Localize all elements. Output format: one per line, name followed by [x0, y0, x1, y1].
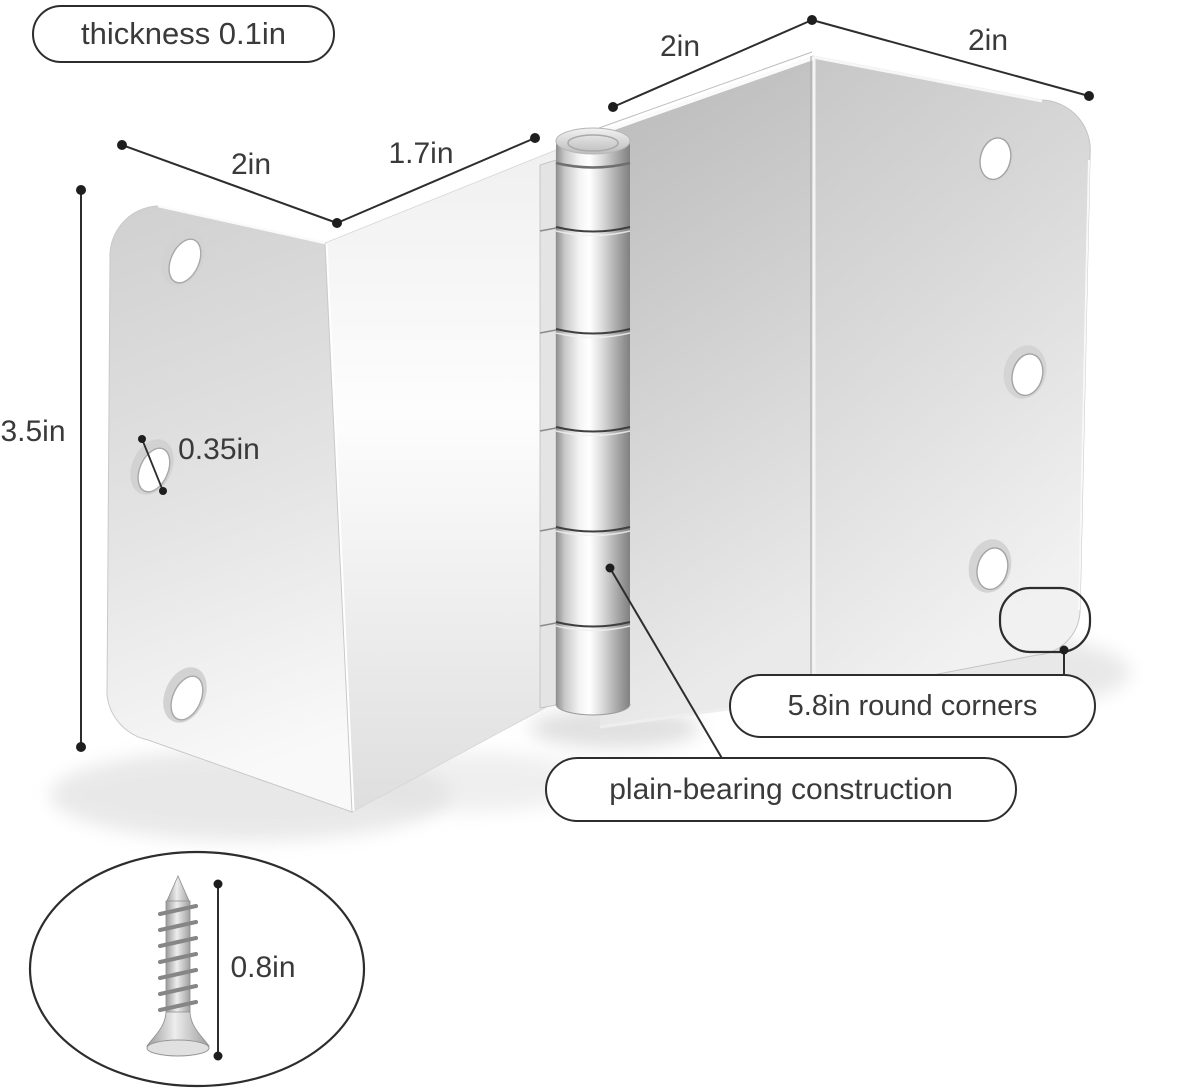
right-leaf-outer-face: [810, 55, 1091, 699]
dim-label-screw-length: 0.8in: [230, 951, 296, 984]
dim-label-3-5in: 3.5in: [0, 415, 66, 448]
screw-hole: [161, 230, 205, 286]
dim-label-top-right-2in: 2in: [967, 24, 1009, 57]
corner-radius-label: 5.8in round corners: [787, 689, 1038, 722]
knuckle-highlights: [555, 230, 631, 632]
corner-callout-outline: [998, 586, 1092, 654]
screw-threads: [158, 904, 198, 1012]
right-leaf-inner-face: [598, 51, 814, 729]
leaf-knuckle-lines: [539, 227, 557, 627]
dim-line-1-7in: [336, 137, 536, 224]
dim-label-hole-diameter: 0.35in: [178, 433, 260, 466]
left-leaf-return-face: [322, 149, 557, 813]
screw-hole: [971, 129, 1015, 183]
left-leaf-front-face: [106, 204, 353, 813]
dim-line-top-left-2in: [612, 19, 813, 108]
knuckle-lines: [555, 226, 631, 628]
hinge-barrel: [539, 127, 631, 716]
screw-illustration: [146, 875, 210, 1057]
dim-line-leaf-2in: [121, 144, 338, 224]
screw-hole: [968, 539, 1012, 593]
thickness-label: thickness 0.1in: [80, 16, 287, 51]
dim-label-1-7in: 1.7in: [388, 137, 454, 170]
dim-label-top-left-2in: 2in: [659, 30, 701, 63]
screw-hole: [163, 667, 207, 723]
construction-callout-pill: plain-bearing construction: [545, 757, 1017, 822]
dim-line-hole-diameter: [141, 438, 164, 492]
hinge-pin-cap: [555, 127, 631, 169]
thickness-callout-pill: thickness 0.1in: [32, 5, 335, 63]
dim-label-leaf-2in: 2in: [230, 148, 272, 181]
dim-line-top-right-2in: [811, 19, 1090, 97]
left-leaf-screw-holes: [130, 230, 207, 723]
right-leaf-screw-holes: [968, 129, 1047, 593]
dimension-dots: [76, 15, 1094, 1061]
corner-radius-callout-pill: 5.8in round corners: [729, 674, 1096, 738]
screw-hole: [1003, 345, 1047, 399]
construction-label: plain-bearing construction: [609, 772, 953, 806]
bearing-callout-connector: [609, 567, 724, 761]
